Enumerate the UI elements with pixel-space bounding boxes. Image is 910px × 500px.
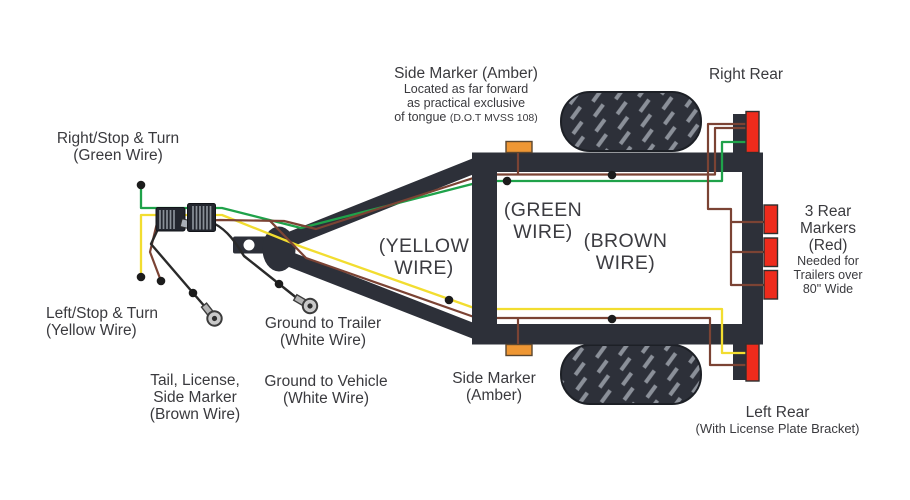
- label-side-marker-top: Side Marker (Amber) Located as far forwa…: [356, 65, 576, 125]
- left-light-post: [733, 340, 746, 380]
- right-tire: [560, 91, 702, 152]
- ground-wire-vehicle: [149, 228, 207, 309]
- side-marker-top-lamp: [505, 140, 533, 154]
- label-zone-green-wire: (GREEN WIRE): [473, 199, 613, 243]
- label-side-marker-bottom: Side Marker (Amber): [434, 370, 554, 404]
- label-line: Ground to Trailer: [264, 315, 382, 332]
- label-note: (With License Plate Bracket): [695, 421, 860, 436]
- connector-trailer-half: [187, 203, 216, 232]
- label-line: WIRE): [394, 256, 454, 279]
- junction-dots: [136, 170, 617, 324]
- bottom-rail: [473, 324, 763, 345]
- label-note: Needed for: [797, 254, 859, 268]
- label-line: (Brown Wire): [149, 406, 241, 423]
- label-zone-brown-wire: (BROWN WIRE): [553, 230, 698, 274]
- label-line: (Green Wire): [73, 147, 163, 164]
- label-line: Left Rear: [745, 404, 810, 421]
- label-line: (GREEN: [503, 199, 583, 221]
- junction-dot: [274, 279, 284, 289]
- label-line: Side Marker: [452, 370, 536, 387]
- brown-wire-marker-branch: [706, 122, 765, 287]
- label-note-part: of tongue: [394, 110, 447, 124]
- right-light-post: [733, 114, 746, 156]
- right-rear-light: [745, 110, 760, 154]
- tongue-lower-bar: [281, 250, 487, 342]
- rear-marker-2: [763, 237, 779, 268]
- label-note: as practical exclusive: [406, 96, 526, 110]
- label-right-stop-turn: Right/Stop & Turn (Green Wire): [28, 130, 208, 164]
- four-flat-connector: [155, 203, 216, 232]
- label-line: Left/Stop & Turn: [46, 305, 159, 322]
- label-line: (Yellow Wire): [46, 322, 137, 339]
- junction-dot: [607, 314, 617, 324]
- ring-terminal-trailer: [292, 293, 319, 315]
- label-line: (YELLOW: [378, 235, 470, 257]
- label-line: (White Wire): [282, 390, 370, 407]
- label-note: Located as far forward: [403, 82, 529, 96]
- label-rear-markers: 3 Rear Markers (Red) Needed for Trailers…: [758, 203, 898, 296]
- label-line: WIRE): [595, 251, 656, 274]
- front-crossmember: [472, 152, 497, 345]
- left-tire: [560, 344, 702, 405]
- connector-ribs-left: [159, 210, 175, 229]
- label-line: (Red): [808, 237, 848, 254]
- label-note: 80" Wide: [802, 282, 854, 296]
- ground-wire-trailer: [214, 222, 299, 300]
- coupler: [233, 226, 296, 272]
- label-line: Side Marker: [153, 389, 237, 406]
- label-note: Trailers over: [793, 268, 863, 282]
- brown-wire-lower: [269, 220, 747, 367]
- junction-dot: [607, 170, 617, 180]
- junction-dot: [502, 176, 512, 186]
- junction-dot: [136, 180, 146, 190]
- label-tail-license: Tail, License, Side Marker (Brown Wire): [115, 372, 275, 423]
- top-rail: [473, 152, 763, 172]
- label-line: 3 Rear: [804, 203, 852, 220]
- label-ground-trailer: Ground to Trailer (White Wire): [243, 315, 403, 349]
- junction-dot: [444, 295, 454, 305]
- label-ground-vehicle: Ground to Vehicle (White Wire): [246, 373, 406, 407]
- label-line: (Amber): [466, 387, 522, 404]
- label-zone-yellow-wire: (YELLOW WIRE): [354, 235, 494, 279]
- label-right-rear: Right Rear: [686, 66, 806, 83]
- label-line: Right Rear: [708, 66, 784, 83]
- rear-crossbar: [742, 152, 763, 345]
- ring-terminal-vehicle: [200, 302, 223, 327]
- junction-dot: [188, 288, 198, 298]
- connector-ribs-right: [192, 206, 212, 230]
- label-note: of tongue (D.O.T MVSS 108): [356, 110, 576, 125]
- label-note-small: (D.O.T MVSS 108): [449, 112, 538, 124]
- label-line: (White Wire): [279, 332, 367, 349]
- label-line: Markers: [800, 220, 856, 237]
- label-line: WIRE): [513, 220, 573, 243]
- junction-dot: [156, 276, 166, 286]
- rear-marker-1: [763, 204, 779, 235]
- yellow-wire: [139, 213, 747, 355]
- rear-marker-3: [763, 269, 779, 300]
- label-line: Side Marker (Amber): [394, 65, 538, 82]
- side-marker-bottom-lamp: [505, 343, 533, 357]
- left-rear-light: [745, 343, 760, 382]
- junction-dot: [136, 272, 146, 282]
- label-line: Right/Stop & Turn: [56, 130, 180, 147]
- label-left-stop-turn: Left/Stop & Turn (Yellow Wire): [46, 305, 226, 339]
- label-left-rear: Left Rear (With License Plate Bracket): [685, 404, 870, 436]
- label-line: Tail, License,: [150, 372, 240, 389]
- label-line: Ground to Vehicle: [264, 373, 388, 390]
- label-line: (BROWN: [583, 230, 668, 252]
